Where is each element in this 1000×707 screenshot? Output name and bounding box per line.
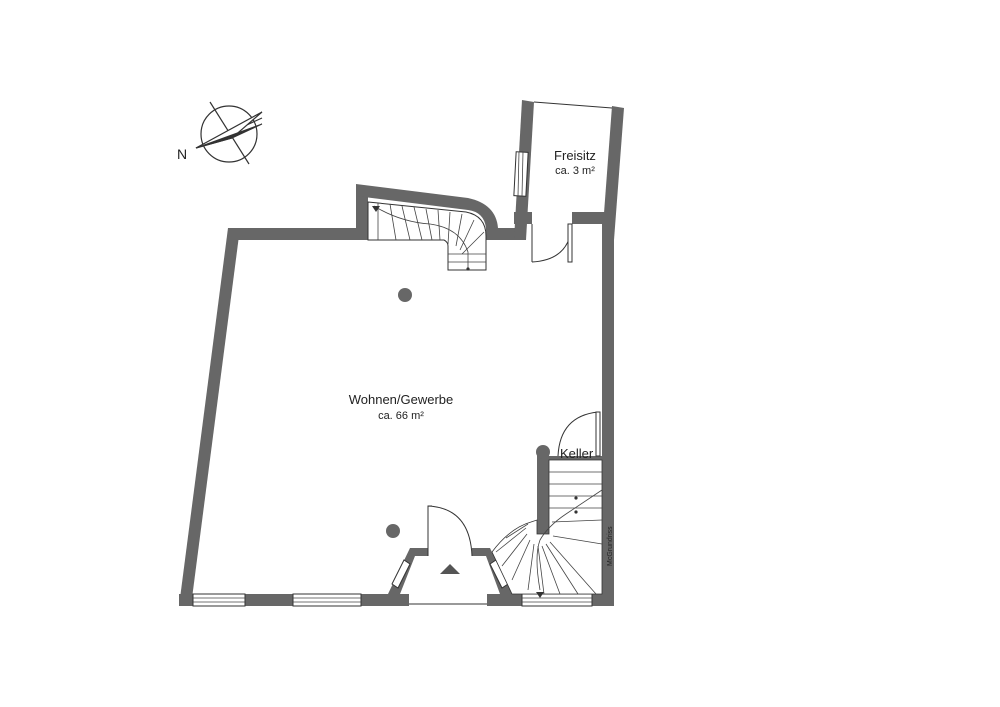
- wall-right: [602, 212, 614, 606]
- window-bottom-3: [521, 593, 593, 607]
- room-terrace-name: Freisitz: [554, 148, 596, 163]
- wall-bottom-4: [487, 594, 522, 606]
- compass-label: N: [177, 146, 187, 162]
- door-terrace: [531, 223, 573, 263]
- column-lower: [386, 524, 400, 538]
- room-terrace-area: ca. 3 m²: [555, 165, 595, 177]
- door-entrance: [427, 505, 473, 557]
- door-cellar: [557, 411, 601, 457]
- credit-label: McGrundriss: [607, 526, 614, 566]
- wall-left: [179, 228, 240, 606]
- entry-arrow-icon: [440, 564, 460, 574]
- window-entry-left: [391, 559, 411, 589]
- column-upper: [398, 288, 412, 302]
- wall-entry-left: [388, 548, 428, 594]
- staircase-cellar: [491, 459, 603, 598]
- wall-cellar-top: [543, 456, 602, 460]
- wall-terrace-right: [602, 106, 624, 240]
- room-cellar-name: Keller: [560, 446, 594, 461]
- terrace-edge: [533, 101, 613, 109]
- wall-bottom-2: [245, 594, 293, 606]
- compass-icon: [195, 101, 263, 165]
- wall-cellar-vertical: [537, 452, 549, 534]
- wall-cellar-cap: [536, 445, 550, 459]
- room-main-area: ca. 66 m²: [378, 410, 424, 422]
- staircase-upper: [367, 201, 487, 271]
- doors: [409, 223, 601, 605]
- wall-bottom-1: [179, 594, 193, 606]
- wall-top-left: [228, 228, 360, 240]
- wall-bottom-3: [361, 594, 409, 606]
- window-bottom-2: [292, 593, 362, 607]
- window-bottom-1: [192, 593, 246, 607]
- wall-terrace-stub-left: [514, 212, 532, 224]
- wall-niche-top: [356, 184, 468, 210]
- room-main-name: Wohnen/Gewerbe: [349, 392, 454, 407]
- wall-niche-curve: [468, 198, 498, 228]
- window-terrace: [513, 151, 529, 197]
- wall-bottom-5: [592, 594, 614, 606]
- windows: [192, 151, 593, 607]
- wall-niche-left: [356, 186, 368, 240]
